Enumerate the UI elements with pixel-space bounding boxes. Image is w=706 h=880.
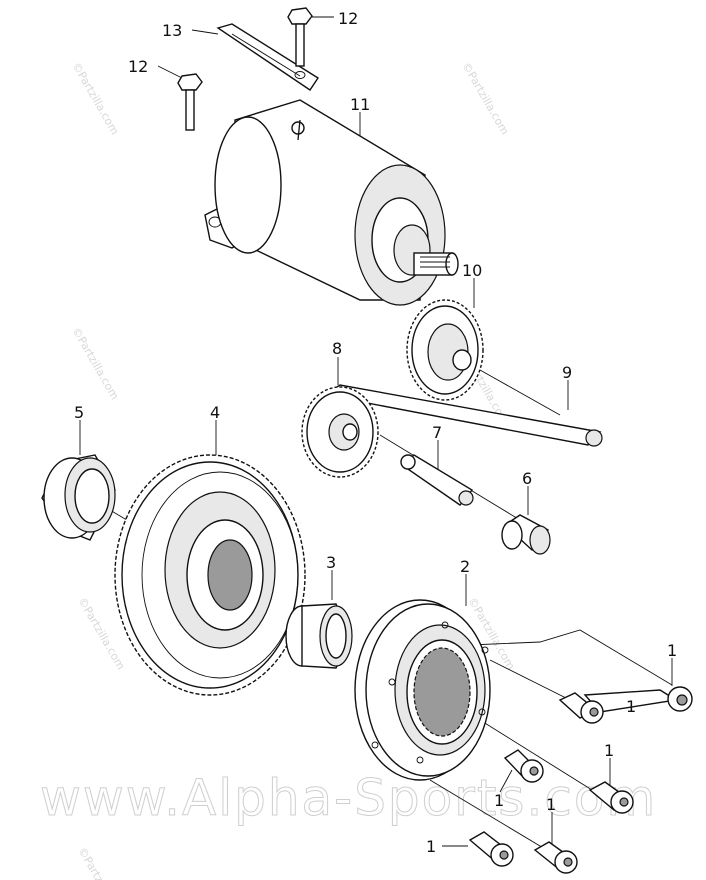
part-12-bolt-left	[177, 73, 203, 131]
alpha-sports-watermark: www.Alpha-Sports.com	[40, 769, 657, 827]
part-13-bracket	[216, 23, 319, 91]
part-5-bearing	[41, 454, 116, 541]
callout-11: 11	[350, 95, 370, 114]
part-6-bushing	[501, 514, 551, 555]
partzilla-watermark-1: ©Partzilla.com	[69, 60, 121, 137]
part-4-large-gear	[114, 454, 306, 696]
part-8-idler-gear	[301, 386, 379, 478]
partzilla-watermark-vertical: ©Partzilla.com	[69, 325, 121, 402]
callout-1-bottom-right: 1	[546, 795, 556, 814]
callout-4: 4	[210, 403, 220, 422]
part-1-bolt-e	[468, 831, 514, 867]
callout-12-left: 12	[128, 57, 148, 76]
part-7-pin	[400, 454, 474, 506]
part-3-needle-bearing	[285, 603, 353, 669]
callout-1-lower-mid: 1	[494, 791, 504, 810]
callout-5: 5	[74, 403, 84, 422]
callout-6: 6	[522, 469, 532, 488]
callout-13: 13	[162, 21, 182, 40]
callout-1-lower-right: 1	[604, 741, 614, 760]
callout-2: 2	[460, 557, 470, 576]
partzilla-watermark-2: ©Partzilla.com	[459, 60, 511, 137]
callout-3: 3	[326, 553, 336, 572]
part-11-starter-motor	[204, 99, 459, 306]
callout-1-right: 1	[667, 641, 677, 660]
callout-1-bottom-left: 1	[426, 837, 436, 856]
part-1-bolt-d	[588, 781, 634, 814]
part-1-bolt-c	[503, 749, 544, 783]
callout-7: 7	[432, 423, 442, 442]
callout-12-top: 12	[338, 9, 358, 28]
callout-8: 8	[332, 339, 342, 358]
part-1-bolt-b	[558, 692, 604, 724]
part-10-gear	[406, 299, 484, 401]
callout-10: 10	[462, 261, 482, 280]
part-1-bolt-a	[583, 686, 693, 713]
partzilla-watermark-6: ©Partzilla.com	[75, 845, 127, 880]
part-1-bolt-f	[533, 841, 578, 874]
callout-1-mid: 1	[626, 697, 636, 716]
part-12-bolt-top	[287, 7, 313, 67]
callout-9: 9	[562, 363, 572, 382]
part-2-clutch	[354, 599, 491, 781]
